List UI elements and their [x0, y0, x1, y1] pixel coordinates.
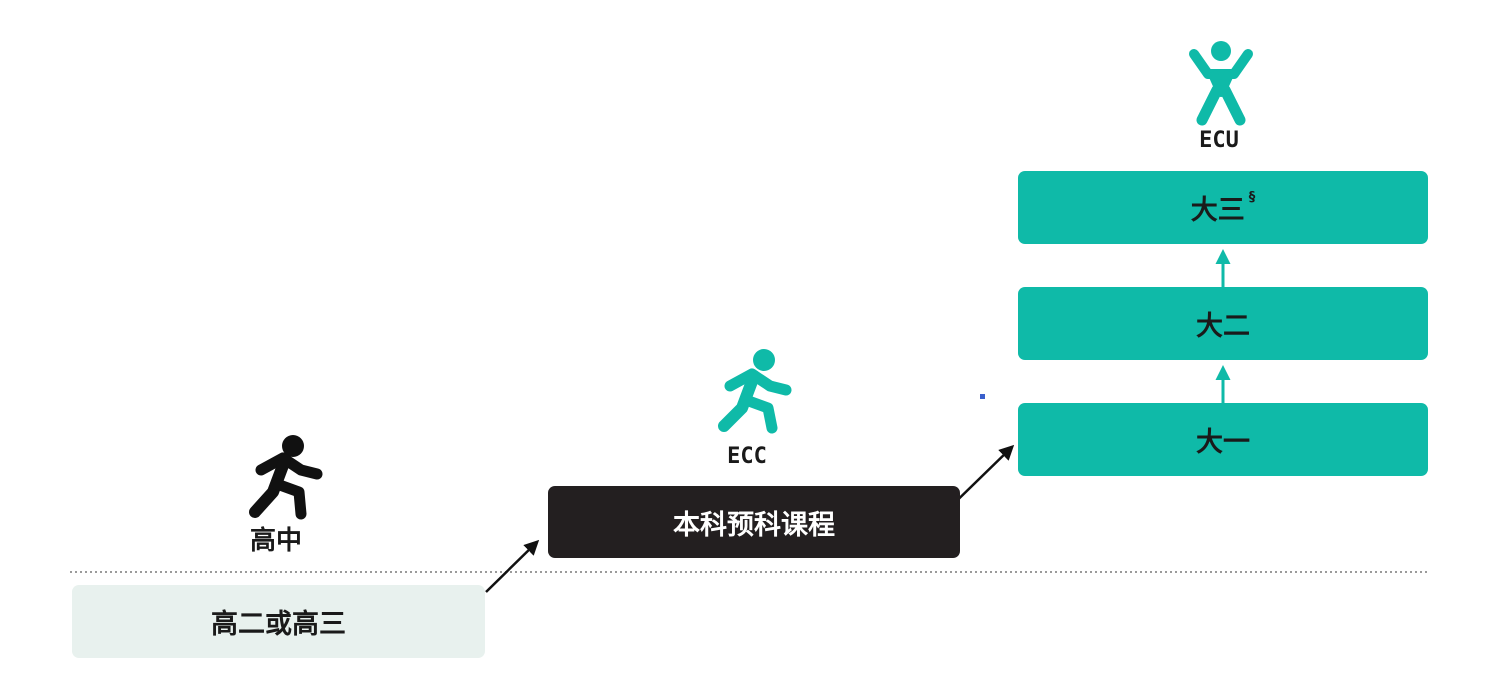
high-school-box: 高二或高三: [72, 585, 485, 658]
ecu-label: ECU: [1199, 128, 1239, 153]
year3-box-text: 大三: [1190, 195, 1245, 226]
year3-footnote-mark: §: [1248, 190, 1256, 205]
year1-box-text: 大一: [1196, 427, 1250, 458]
year1-box: 大一: [1018, 403, 1428, 476]
year2-box: 大二: [1018, 287, 1428, 360]
arrow-hs-to-ecc: [485, 539, 540, 593]
running-person-icon: [249, 435, 323, 520]
ecc-label: ECC: [727, 444, 767, 469]
high-school-box-text: 高二或高三: [211, 609, 346, 640]
stray-dot: [980, 394, 985, 399]
ecc-box: 本科预科课程: [548, 486, 960, 558]
ecc-box-text: 本科预科课程: [673, 509, 835, 541]
year3-box: 大三 §: [1018, 171, 1428, 244]
celebrating-person-icon: [1189, 41, 1253, 126]
high-school-label: 高中: [249, 526, 302, 556]
year2-box-text: 大二: [1196, 311, 1250, 342]
running-person-icon: [718, 349, 792, 434]
